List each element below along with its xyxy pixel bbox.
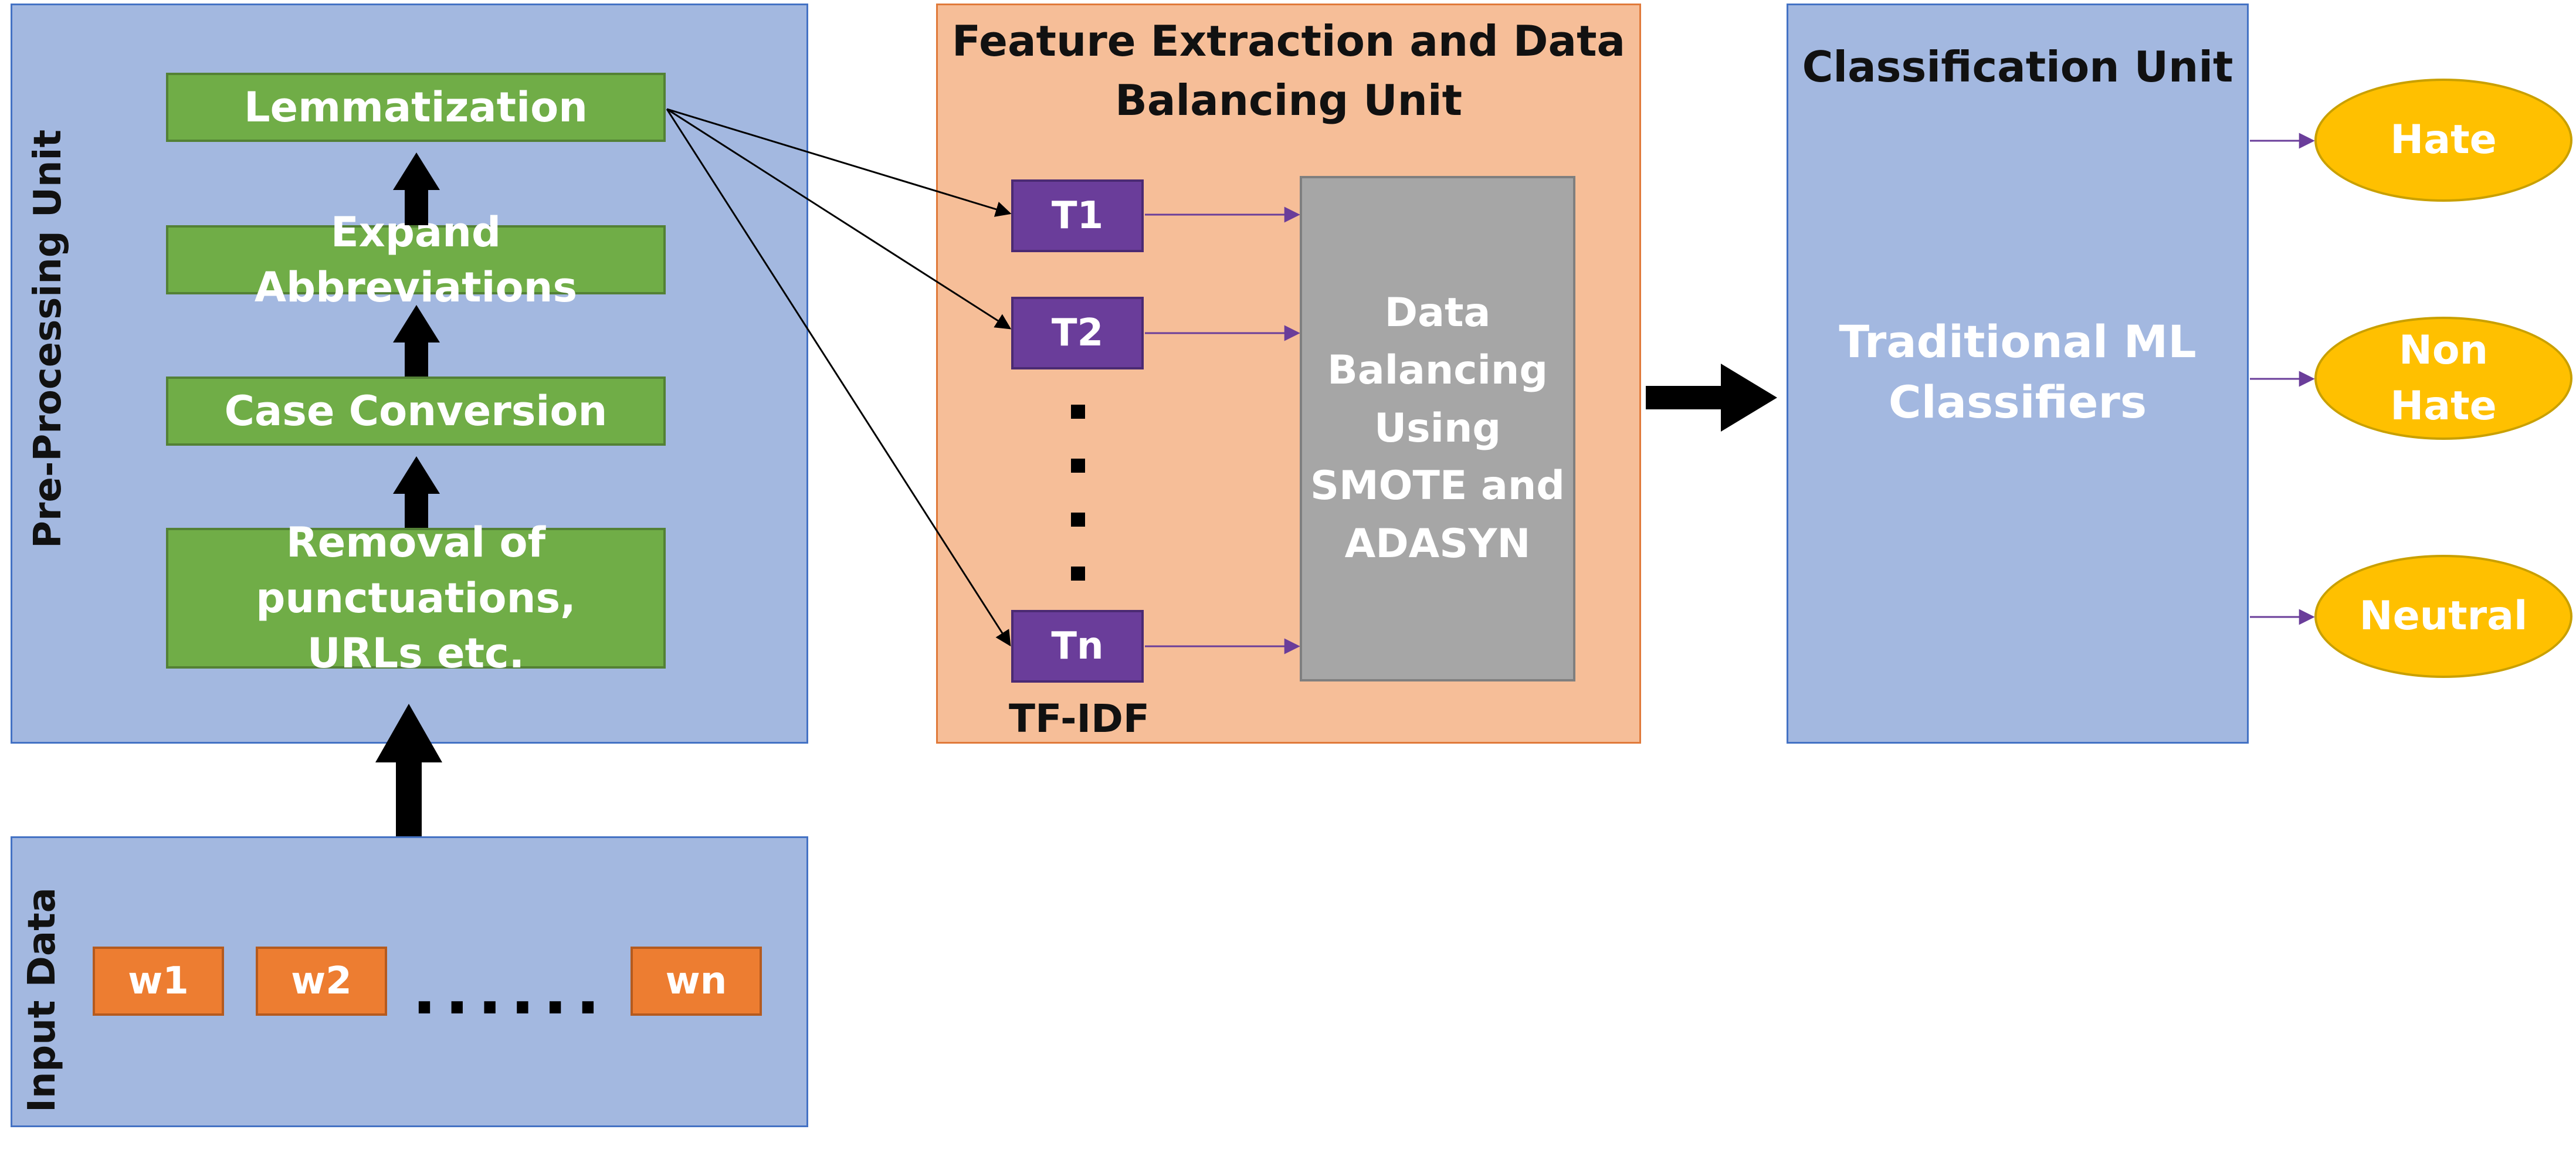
step-case-conversion: Case Conversion bbox=[166, 377, 666, 446]
tfidf-tn: Tn bbox=[1011, 610, 1144, 683]
tfidf-dot-1 bbox=[1071, 405, 1085, 419]
line-lemma-to-t2 bbox=[666, 108, 1012, 330]
balancing-line3: Using bbox=[1374, 405, 1501, 452]
tfidf-dot-2 bbox=[1071, 459, 1085, 473]
tfidf-t1: T1 bbox=[1011, 179, 1144, 252]
output-hate: Hate bbox=[2314, 79, 2572, 202]
output-non-hate: Non Hate bbox=[2314, 317, 2572, 440]
balancing-line4: SMOTE and bbox=[1310, 463, 1565, 510]
step-lemmatization: Lemmatization bbox=[166, 73, 666, 142]
non-hate-line2: Hate bbox=[2390, 383, 2497, 429]
arrow-up-case-to-expand bbox=[393, 152, 440, 225]
balancing-line5: ADASYN bbox=[1344, 520, 1531, 567]
arrow-up-input-to-removal bbox=[393, 456, 440, 528]
data-balancing-box: Data Balancing Using SMOTE and ADASYN bbox=[1300, 176, 1575, 681]
classification-title: Classification Unit bbox=[1802, 42, 2233, 91]
balancing-line2: Balancing bbox=[1327, 347, 1548, 394]
non-hate-line1: Non bbox=[2398, 327, 2489, 374]
token-ellipsis: ...... bbox=[412, 954, 609, 1029]
balancing-line1: Data bbox=[1384, 289, 1491, 336]
step-removal-punctuations: Removal of punctuations, URLs etc. bbox=[166, 518, 666, 677]
token-wn: wn bbox=[631, 947, 762, 1016]
tfidf-label: TF-IDF bbox=[1009, 696, 1150, 741]
arrow-up-removal-to-case bbox=[393, 305, 440, 377]
classification-body-line2: Classifiers bbox=[1888, 375, 2147, 428]
arrow-up-input-to-preprocessing bbox=[375, 704, 442, 836]
token-w2: w2 bbox=[256, 947, 387, 1016]
classification-unit bbox=[1787, 4, 2249, 744]
classification-body-line1: Traditional ML bbox=[1839, 316, 2197, 368]
tfidf-dot-3 bbox=[1071, 513, 1085, 527]
arrow-feature-to-classification bbox=[1646, 364, 1777, 432]
token-w1: w1 bbox=[93, 947, 224, 1016]
tfidf-dot-4 bbox=[1071, 567, 1085, 581]
output-neutral: Neutral bbox=[2314, 555, 2572, 678]
line-lemma-to-t1 bbox=[666, 108, 1012, 217]
classification-body: Traditional ML Classifiers bbox=[1787, 312, 2249, 432]
feature-title-line1: Feature Extraction and Data bbox=[951, 16, 1626, 66]
feature-title-line2: Balancing Unit bbox=[1114, 75, 1463, 125]
feature-extraction-title: Feature Extraction and Data Balancing Un… bbox=[936, 12, 1641, 130]
tfidf-t2: T2 bbox=[1011, 297, 1144, 369]
line-lemma-to-tn bbox=[666, 108, 1011, 647]
